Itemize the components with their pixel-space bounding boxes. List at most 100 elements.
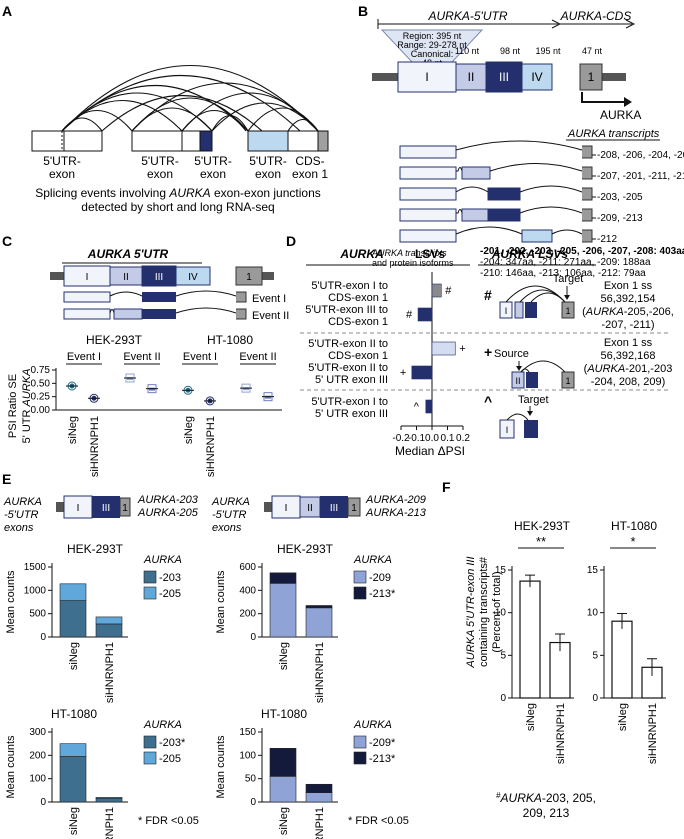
svg-text:-5'UTR: -5'UTR: [4, 509, 39, 521]
svg-text:Exon 1 ss: Exon 1 ss: [604, 280, 653, 292]
exon-label-1: 5'UTR-: [43, 154, 81, 168]
svg-text:1: 1: [565, 376, 570, 386]
svg-text:III: III: [102, 503, 110, 514]
svg-text:(AURKA-201,-203: (AURKA-201,-203: [584, 363, 673, 375]
marker-hash: #: [484, 287, 492, 303]
svg-text:exons: exons: [4, 522, 34, 534]
svg-text:Exon 1 ss: Exon 1 ss: [604, 337, 653, 349]
e-bar-segment: [305, 605, 333, 609]
panel-d-xlabel: Median ΔPSI: [395, 444, 465, 458]
utr-label: AURKA-5'UTR: [428, 9, 508, 23]
ss1-text: Exon 1 ss 56,392,154 (AURKA-205,-206, -2…: [582, 280, 674, 331]
panel-a-exon-labels: 5'UTR- exon 5'UTR- exon 5'UTR- exon 5'UT…: [43, 154, 328, 181]
e-legend-swatch: [143, 735, 157, 749]
svg-text:exon: exon: [147, 167, 173, 181]
e-x-tick-label: siHNRNPH1: [104, 807, 116, 839]
e-legend-swatch: [143, 570, 157, 584]
ss2-text: Exon 1 ss 56,392,168 (AURKA-201,-203 -20…: [584, 337, 673, 388]
e-legend-label: -203*: [159, 737, 186, 749]
svg-text:56,392,168: 56,392,168: [600, 350, 655, 362]
svg-text:5'UTR-exon III to: 5'UTR-exon III to: [305, 304, 388, 316]
f-cell-title: HEK-293T: [514, 519, 571, 533]
panel-a-exons: [31, 130, 329, 152]
e-bar-segment: [59, 583, 87, 601]
panel-f: F AURKA 5'UTR-exon III containing transc…: [442, 479, 666, 820]
lsv-header: LSVs: [415, 247, 445, 261]
transcript-row: [399, 185, 593, 201]
f-tick-label: 5: [592, 650, 598, 661]
c-tick-label: 0.50: [31, 378, 51, 389]
e-legend-swatch: [143, 586, 157, 600]
svg-text:containing transcripts#: containing transcripts#: [478, 556, 490, 667]
target-label: Target: [553, 273, 584, 285]
size-iii: 98 nt: [500, 46, 521, 56]
e-legend-swatch: [143, 751, 157, 765]
e-right-gene-label: AURKA -5'UTR exons: [211, 496, 250, 534]
f-tick-label: 15: [495, 565, 507, 576]
d-bar-marker: +: [400, 367, 406, 379]
svg-text:-5'UTR: -5'UTR: [212, 509, 247, 521]
d-bar: [411, 365, 433, 380]
e-legend-label: -209: [369, 572, 391, 584]
exon-i-label: I: [425, 70, 428, 84]
panel-d: D AURKA LSVs AURKA LSVs 5'UTR-exon I to …: [286, 233, 674, 458]
f-tick-label: 0: [500, 693, 506, 704]
panel-c-ylabel-1: PSI Ratio SE: [7, 374, 19, 438]
panel-d-gene: AURKA: [339, 247, 383, 261]
e-fdr-note: * FDR <0.05: [348, 815, 409, 827]
c-x-tick-label: siNeg: [183, 416, 195, 444]
e-legend-title: AURKA: [353, 719, 392, 731]
svg-text:Region: 395 nt: Region: 395 nt: [403, 31, 462, 41]
svg-text:II: II: [123, 272, 129, 283]
panel-e: E AURKA -5'UTR exons I III 1 AURKA-203 A…: [2, 471, 427, 839]
f-tick-label: 10: [495, 608, 507, 619]
e-tick-label: 0: [40, 797, 46, 808]
e-legend-label: -203: [159, 572, 181, 584]
svg-text:CDS-exon 1: CDS-exon 1: [328, 316, 388, 328]
e-bar-segment: [305, 607, 333, 638]
d-tick-label: -0.2: [392, 433, 410, 444]
transcripts-header: AURKA transcripts: [567, 128, 660, 140]
size-iv: 195 nt: [535, 46, 561, 56]
d-bar-marker: #: [445, 285, 452, 297]
svg-text:-210: 146aa, -213: 106aa, -212: -210: 146aa, -213: 106aa, -212: 79aa: [480, 268, 646, 279]
e-tick-label: 100: [239, 750, 256, 761]
transcript-row: [399, 163, 593, 180]
e-bar-segment: [269, 776, 297, 803]
e-bar-segment: [305, 783, 333, 793]
svg-text:AURKA 5'UTR-exon III: AURKA 5'UTR-exon III: [465, 556, 477, 668]
e-cell-title: HEK-293T: [67, 542, 124, 556]
d-bar: [425, 399, 433, 414]
e-tick-label: 500: [29, 609, 46, 620]
exon-label-4: 5'UTR-: [249, 154, 287, 168]
e-ylabel: Mean counts: [5, 570, 17, 633]
e-bar-segment: [269, 572, 297, 584]
e-bar-segment: [95, 623, 123, 638]
svg-text:I: I: [86, 272, 89, 283]
svg-text:Canonical:: Canonical:: [411, 49, 454, 59]
svg-text:AURKA-203: AURKA-203: [137, 494, 199, 506]
svg-text:-207, -201, -211, -210: -207, -201, -211, -210: [597, 171, 684, 182]
f-sig-marker: *: [630, 534, 635, 549]
transcript-row: [399, 140, 593, 159]
panel-d-label: D: [286, 233, 296, 249]
e-x-tick-label: siHNRNPH1: [104, 642, 116, 703]
panel-c-event-models: [63, 290, 247, 320]
e-tick-label: 0: [40, 632, 46, 643]
e-legend-label: -213*: [369, 753, 396, 765]
svg-text:II: II: [515, 376, 520, 386]
isoform-legend-line2: and protein isoforms: [372, 258, 454, 268]
svg-text:-201, -202, -203, -205, -206,: -201, -202, -203, -205, -206, -207, -208…: [480, 246, 684, 257]
svg-text:CDS-exon 1: CDS-exon 1: [328, 350, 388, 362]
svg-text:exon: exon: [200, 167, 226, 181]
e-left-model: I III 1: [56, 495, 131, 519]
panel-a: A: [2, 3, 329, 214]
e-legend-label: -209*: [369, 737, 396, 749]
e-legend-swatch: [353, 570, 367, 584]
e-legend-label: -205: [159, 753, 181, 765]
svg-text:AURKA-209: AURKA-209: [365, 494, 426, 506]
aurka-lsvs-header: AURKA LSVs: [491, 247, 569, 261]
